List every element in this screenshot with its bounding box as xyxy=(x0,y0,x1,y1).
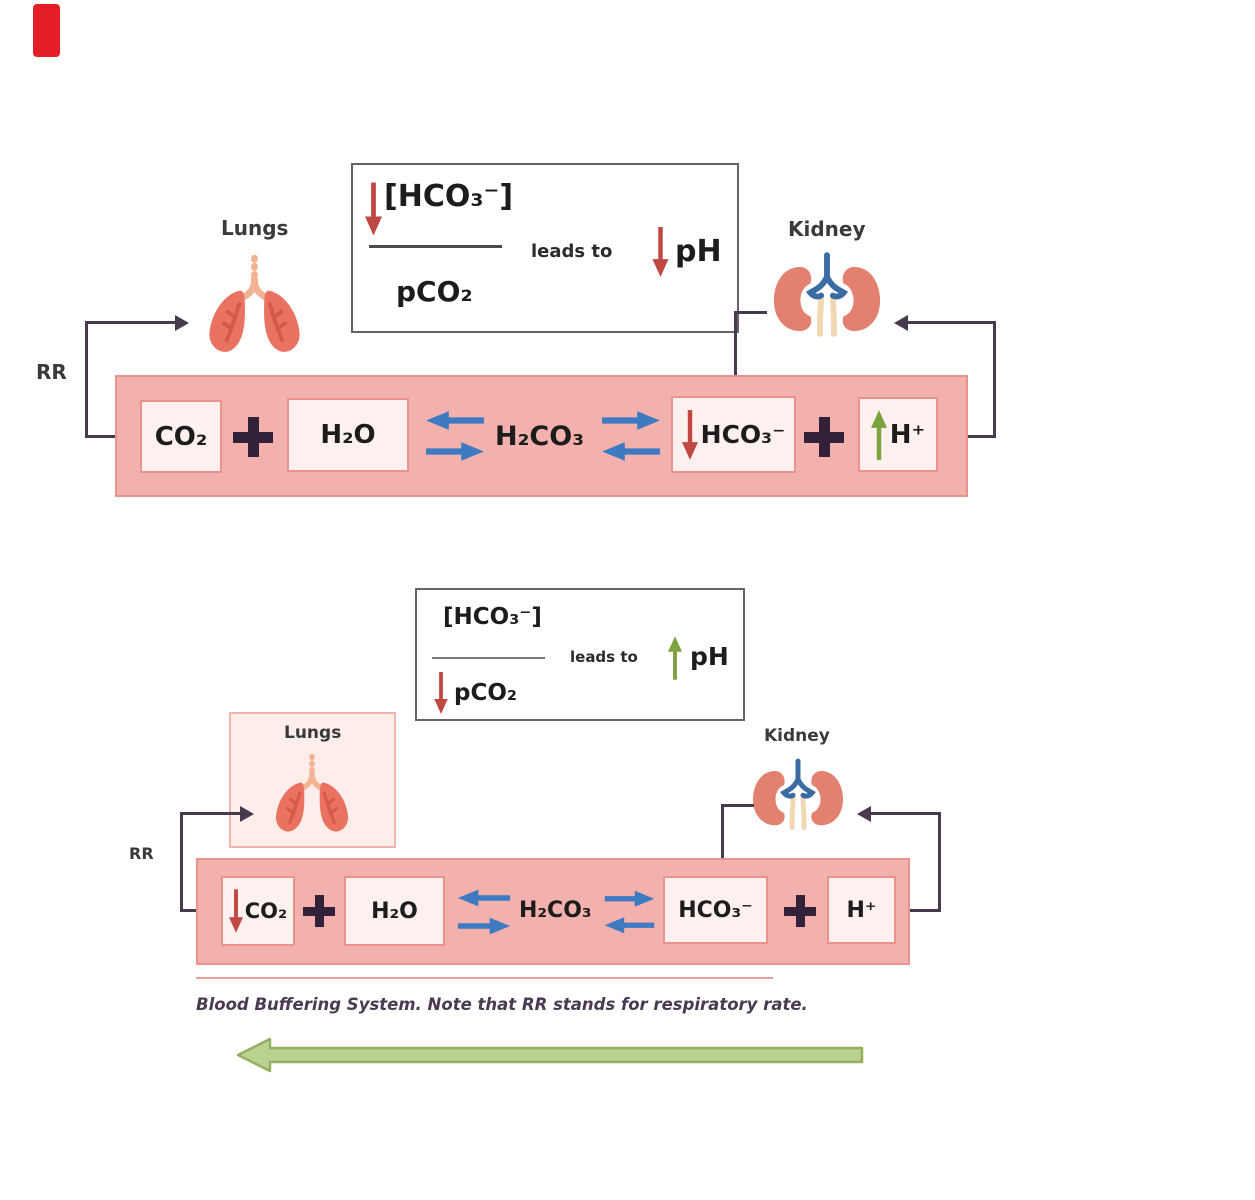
arrowhead-to-lungs xyxy=(240,806,254,822)
ph-label: pH xyxy=(690,642,729,671)
down-arrow-icon xyxy=(228,889,243,933)
lungs-label: Lungs xyxy=(221,216,289,240)
connector-left-top xyxy=(85,321,177,324)
connector-right-top xyxy=(871,812,941,815)
kidney-stub-horizontal xyxy=(734,311,767,314)
connector-left-vertical xyxy=(180,812,183,912)
arrowhead-to-kidney xyxy=(894,315,908,331)
plus-icon xyxy=(784,895,816,927)
connector-right-bottom xyxy=(896,909,941,912)
kidney-stub-horizontal xyxy=(721,804,754,807)
separator-line xyxy=(196,977,773,979)
h2co3-label: H₂CO₃ xyxy=(495,421,585,452)
arrowhead-to-kidney xyxy=(857,806,871,822)
kidney-icon xyxy=(753,758,843,831)
formula-box-bottom: [HCO₃⁻] pCO₂ leads to pH xyxy=(415,588,745,721)
co2-label: CO₂ xyxy=(244,899,288,923)
co2-chip: CO₂ xyxy=(140,400,222,473)
formula-numerator: [HCO₃⁻] xyxy=(384,179,514,214)
lungs-icon xyxy=(275,753,349,832)
equilibrium-arrows-icon xyxy=(457,889,511,935)
h2o-label: H₂O xyxy=(371,898,418,924)
formula-box-top: [HCO₃⁻] pCO₂ leads to pH xyxy=(351,163,739,333)
formula-numerator: [HCO₃⁻] xyxy=(443,604,542,630)
caption: Blood Buffering System. Note that RR sta… xyxy=(196,995,808,1014)
co2-label: CO₂ xyxy=(154,421,208,452)
hco3-chip: HCO₃⁻ xyxy=(671,396,796,473)
fraction-line xyxy=(432,657,545,659)
connector-left-bottom xyxy=(85,435,142,438)
co2-chip: CO₂ xyxy=(221,876,295,946)
up-arrow-icon xyxy=(668,636,682,680)
connector-right-bottom xyxy=(940,435,996,438)
fraction-line xyxy=(369,245,502,248)
equilibrium-arrows-icon xyxy=(602,411,660,461)
connector-right-vertical xyxy=(938,812,941,912)
red-marker xyxy=(33,4,60,57)
plus-icon xyxy=(804,417,844,457)
connector-right-top xyxy=(907,321,996,324)
h-plus-label: H⁺ xyxy=(846,897,877,923)
kidney-label: Kidney xyxy=(788,217,866,241)
lungs-icon xyxy=(209,254,300,352)
h-plus-chip: H⁺ xyxy=(827,876,896,944)
h2o-label: H₂O xyxy=(320,420,376,450)
kidney-stub-vertical xyxy=(734,311,737,385)
h2o-chip: H₂O xyxy=(287,398,409,472)
h-plus-chip: H⁺ xyxy=(858,397,938,472)
up-arrow-icon xyxy=(870,409,887,460)
equilibrium-arrows-icon xyxy=(426,411,484,461)
connector-left-top xyxy=(180,812,242,815)
h2o-chip: H₂O xyxy=(344,876,445,946)
down-arrow-icon xyxy=(652,227,669,277)
formula-denominator: pCO₂ xyxy=(454,680,517,706)
rr-label: RR xyxy=(129,844,154,863)
plus-icon xyxy=(233,417,273,457)
kidney-icon xyxy=(773,252,881,337)
ph-label: pH xyxy=(675,234,722,269)
rr-label: RR xyxy=(36,360,67,384)
lungs-label: Lungs xyxy=(284,723,342,743)
hco3-label: HCO₃⁻ xyxy=(678,897,753,923)
connector-right-vertical xyxy=(993,321,996,438)
kidney-label: Kidney xyxy=(764,726,830,746)
down-arrow-icon xyxy=(365,182,382,236)
big-left-arrow-icon xyxy=(236,1037,864,1073)
down-arrow-icon xyxy=(434,672,448,714)
leads-to-label: leads to xyxy=(570,648,638,666)
h-plus-label: H⁺ xyxy=(889,419,926,450)
hco3-label: HCO₃⁻ xyxy=(700,420,786,449)
arrowhead-to-lungs xyxy=(175,315,189,331)
leads-to-label: leads to xyxy=(531,241,613,262)
equilibrium-arrows-icon xyxy=(604,890,655,934)
down-arrow-icon xyxy=(681,409,698,460)
formula-denominator: pCO₂ xyxy=(396,275,473,308)
h2co3-label: H₂CO₃ xyxy=(519,898,592,923)
hco3-chip: HCO₃⁻ xyxy=(663,876,768,944)
plus-icon xyxy=(303,895,335,927)
connector-left-vertical xyxy=(85,321,88,438)
kidney-stub-vertical xyxy=(721,804,724,860)
